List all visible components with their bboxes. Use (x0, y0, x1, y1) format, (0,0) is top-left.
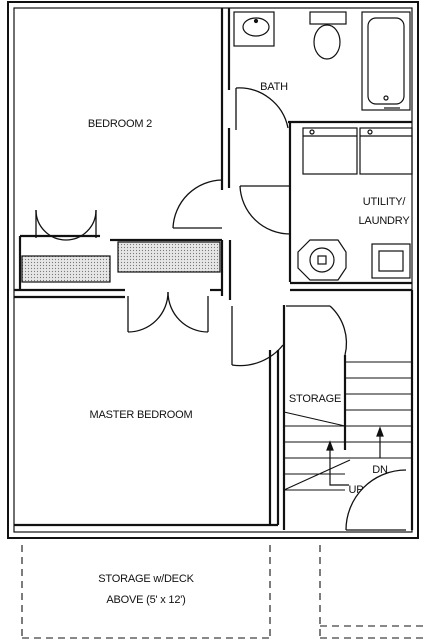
interior-walls (14, 8, 414, 530)
stair-arrows (326, 426, 384, 486)
bathtub-icon (361, 11, 411, 111)
deck-storage-outline (21, 545, 427, 639)
label-master-bedroom: MASTER BEDROOM (90, 409, 193, 421)
dryer-icon (359, 127, 413, 175)
label-utility-line2: LAUNDRY (359, 215, 411, 227)
washer-icon (302, 127, 358, 175)
toilet-icon (309, 11, 347, 60)
label-storage: STORAGE (289, 393, 341, 405)
label-dn: DN (372, 464, 388, 476)
label-bath: BATH (260, 81, 288, 93)
sink-icon (233, 11, 275, 47)
swing-doors (172, 87, 407, 531)
furnace-icon (371, 243, 411, 279)
exterior-walls (7, 1, 419, 539)
label-up: UP (349, 484, 364, 496)
closet-doors (35, 209, 209, 333)
label-storage-deck-line2: ABOVE (5' x 12') (106, 594, 185, 606)
closet-shelves (21, 241, 221, 283)
label-storage-deck-line1: STORAGE w/DECK (98, 573, 194, 585)
label-bedroom2: BEDROOM 2 (88, 118, 152, 130)
stairs (283, 361, 412, 491)
label-utility-line1: UTILITY/ (363, 196, 407, 208)
water-heater-icon (297, 239, 347, 281)
